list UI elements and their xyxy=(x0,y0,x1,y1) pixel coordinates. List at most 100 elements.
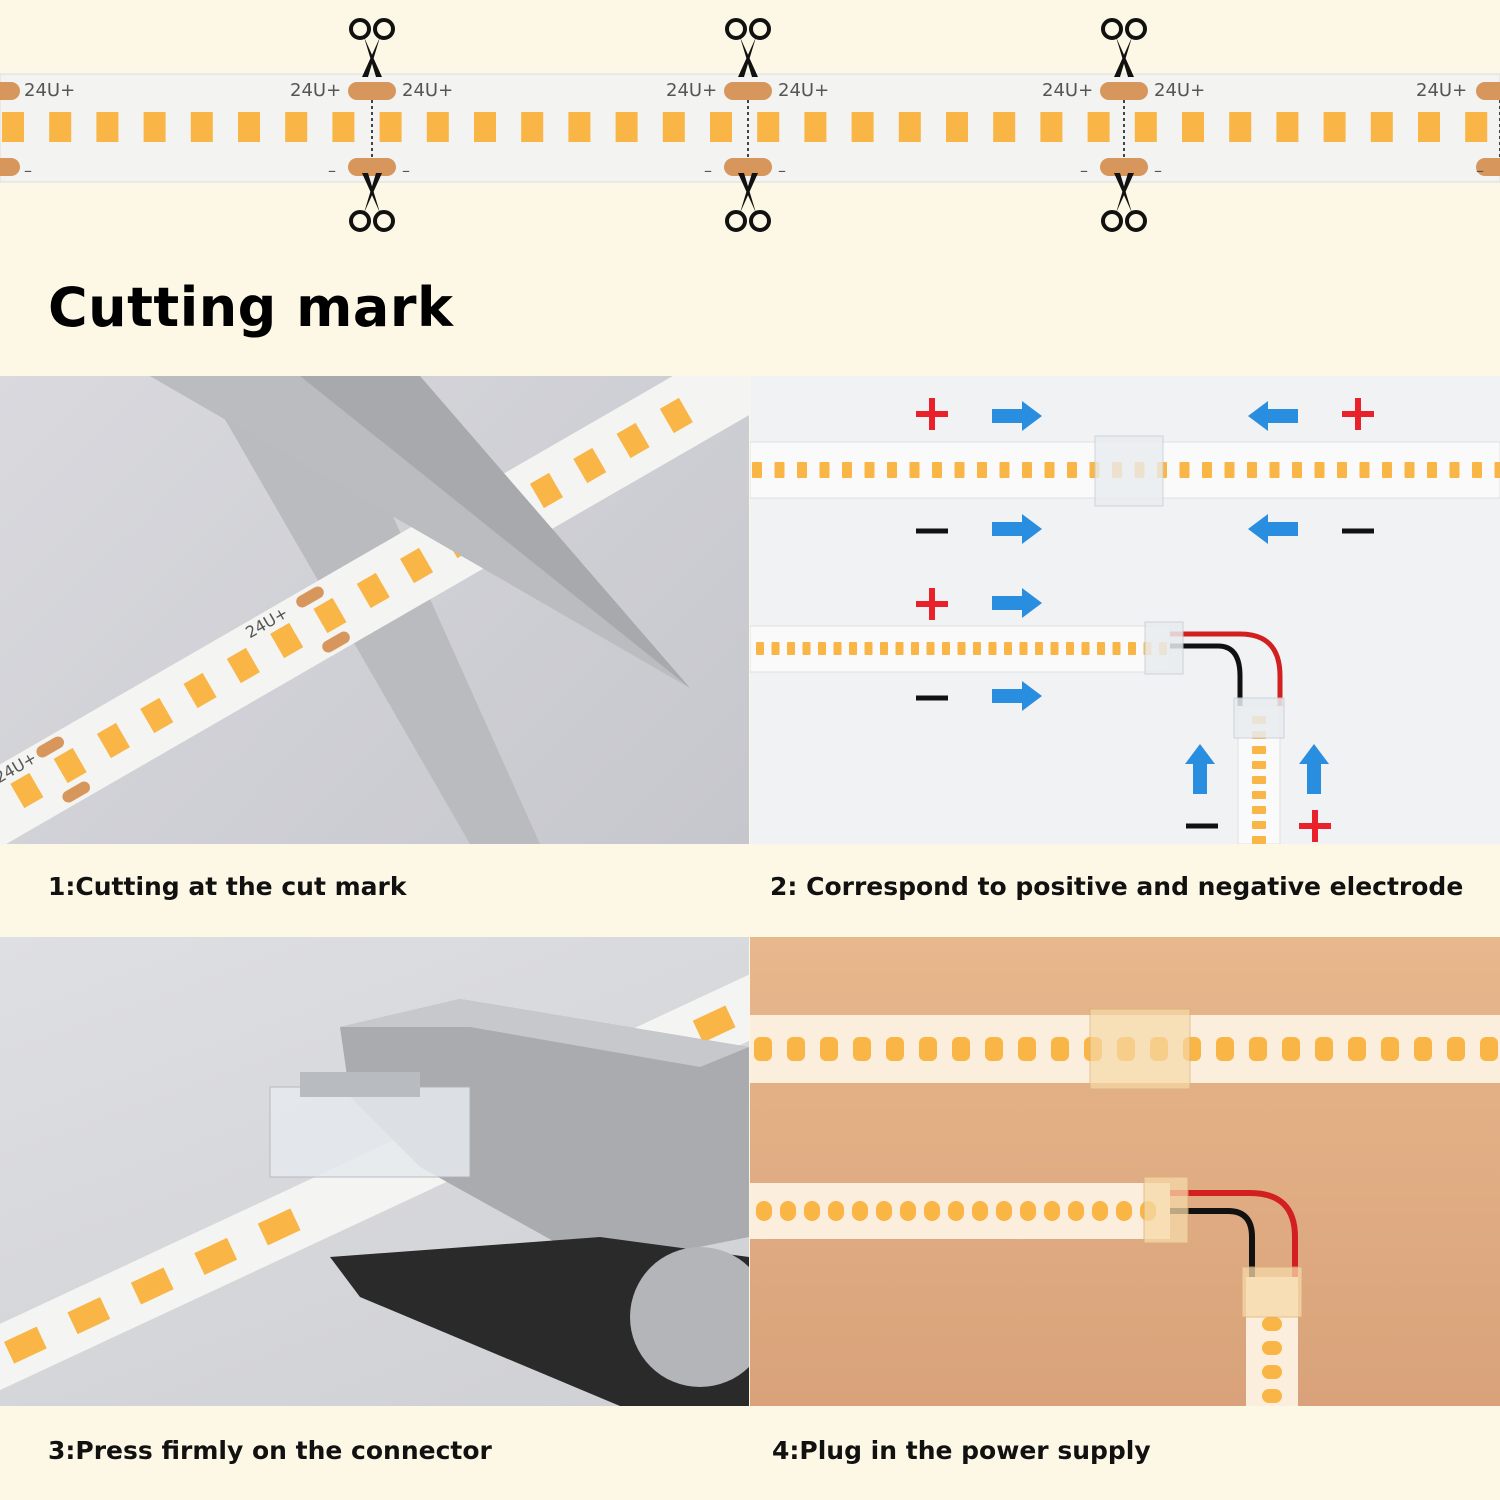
led-chip xyxy=(828,1201,844,1221)
led-chip xyxy=(851,112,874,142)
led-chip xyxy=(190,112,213,142)
led-chip xyxy=(909,462,920,478)
led-chip xyxy=(379,112,402,142)
led-chip xyxy=(662,112,685,142)
led-chip xyxy=(887,462,897,478)
voltage-label: 24U+ xyxy=(778,80,829,101)
led-chip xyxy=(880,642,888,655)
led-chip xyxy=(1019,642,1028,655)
minus-label: – xyxy=(328,161,336,180)
led-chip xyxy=(1382,462,1392,478)
led-chip xyxy=(1370,112,1393,142)
led-chip xyxy=(285,112,308,142)
led-chip xyxy=(1097,642,1105,655)
led-chip xyxy=(1044,1201,1060,1221)
led-chip xyxy=(332,112,355,142)
led-chip xyxy=(1134,112,1157,142)
led-chip xyxy=(973,642,981,655)
cutting-mark-diagram: 24U+24U+24U+24U+24U+24U+24U+24U+–––––––– xyxy=(0,18,1500,232)
connector xyxy=(1089,1008,1191,1090)
led-chip xyxy=(898,112,921,142)
step-4-image xyxy=(750,937,1500,1406)
led-chip xyxy=(752,462,762,478)
solder-pad xyxy=(724,82,772,100)
arrow-up-icon xyxy=(1299,744,1329,794)
solder-pad xyxy=(1100,158,1148,176)
led-chip xyxy=(1414,1037,1432,1061)
page-title: Cutting mark xyxy=(48,276,454,339)
voltage-label: 24U+ xyxy=(24,80,75,101)
led-chips xyxy=(752,462,1500,478)
led-chip xyxy=(1051,1037,1069,1061)
red-wire xyxy=(1170,631,1283,706)
voltage-label: 24U+ xyxy=(402,80,453,101)
red-wire xyxy=(1170,1190,1298,1277)
led-chip xyxy=(1262,1365,1282,1379)
led-chip xyxy=(804,112,827,142)
led-chip xyxy=(1249,1037,1267,1061)
led-chip xyxy=(1229,112,1252,142)
plus-icon xyxy=(1299,810,1331,842)
solder-pad xyxy=(0,158,20,176)
led-chip xyxy=(1252,836,1266,844)
minus-label: – xyxy=(778,161,786,180)
led-chip xyxy=(1022,462,1032,478)
arrow-right-icon xyxy=(992,588,1042,618)
arrow-left-icon xyxy=(1248,401,1298,431)
plus-icon xyxy=(1342,398,1374,430)
arrow-right-icon xyxy=(992,681,1042,711)
led-chips xyxy=(756,642,1167,655)
led-chip xyxy=(946,112,968,142)
led-chip xyxy=(985,1037,1003,1061)
led-chip xyxy=(1404,462,1415,478)
led-chip xyxy=(1314,462,1325,478)
led-chip xyxy=(1066,642,1074,655)
voltage-labels: 24U+24U+24U+24U+24U+24U+24U+24U+–––––––– xyxy=(24,80,1484,180)
led-chip xyxy=(1018,1037,1036,1061)
led-chip xyxy=(1315,1037,1333,1061)
black-wire xyxy=(1170,643,1243,706)
led-chips xyxy=(756,1201,1156,1221)
led-chip xyxy=(1252,806,1266,814)
led-chip xyxy=(924,1201,940,1221)
arrow-left-icon xyxy=(1248,514,1298,544)
led-chip xyxy=(1292,462,1302,478)
led-chip xyxy=(977,462,987,478)
led-chip xyxy=(864,642,873,655)
voltage-label: 24U+ xyxy=(1042,80,1093,101)
solder-pad xyxy=(1476,158,1500,176)
led-chip xyxy=(1020,1201,1036,1221)
led-chips xyxy=(1262,1317,1282,1403)
step-3-image xyxy=(0,937,749,1406)
led-chips xyxy=(2,112,1488,142)
arrow-up-icon xyxy=(1185,744,1215,794)
arrow-right-icon xyxy=(992,401,1042,431)
solder-pad xyxy=(1476,82,1500,100)
solder-pads xyxy=(0,82,1500,176)
led-chip xyxy=(833,642,842,655)
solder-pad xyxy=(724,158,772,176)
minus-label: – xyxy=(704,161,712,180)
led-chip xyxy=(853,1037,871,1061)
voltage-label: 24U+ xyxy=(1416,80,1467,101)
led-chip xyxy=(804,1201,820,1221)
led-chip xyxy=(1224,462,1235,478)
led-chip xyxy=(771,642,780,655)
led-chip xyxy=(1116,1201,1132,1221)
led-chip xyxy=(993,112,1016,142)
led-chip xyxy=(1262,1341,1282,1355)
led-chip xyxy=(615,112,638,142)
led-chip xyxy=(1282,1037,1300,1061)
voltage-label: 24U+ xyxy=(666,80,717,101)
led-chip xyxy=(1447,1037,1465,1061)
led-chip xyxy=(849,642,857,655)
led-chip xyxy=(1092,1201,1108,1221)
step-2-image xyxy=(750,376,1500,844)
solder-pad xyxy=(348,158,396,176)
led-chip xyxy=(49,112,72,142)
led-chip xyxy=(802,642,811,655)
led-chip xyxy=(426,112,449,142)
led-chip xyxy=(818,642,826,655)
led-chip xyxy=(757,112,780,142)
led-chip xyxy=(1480,1037,1498,1061)
